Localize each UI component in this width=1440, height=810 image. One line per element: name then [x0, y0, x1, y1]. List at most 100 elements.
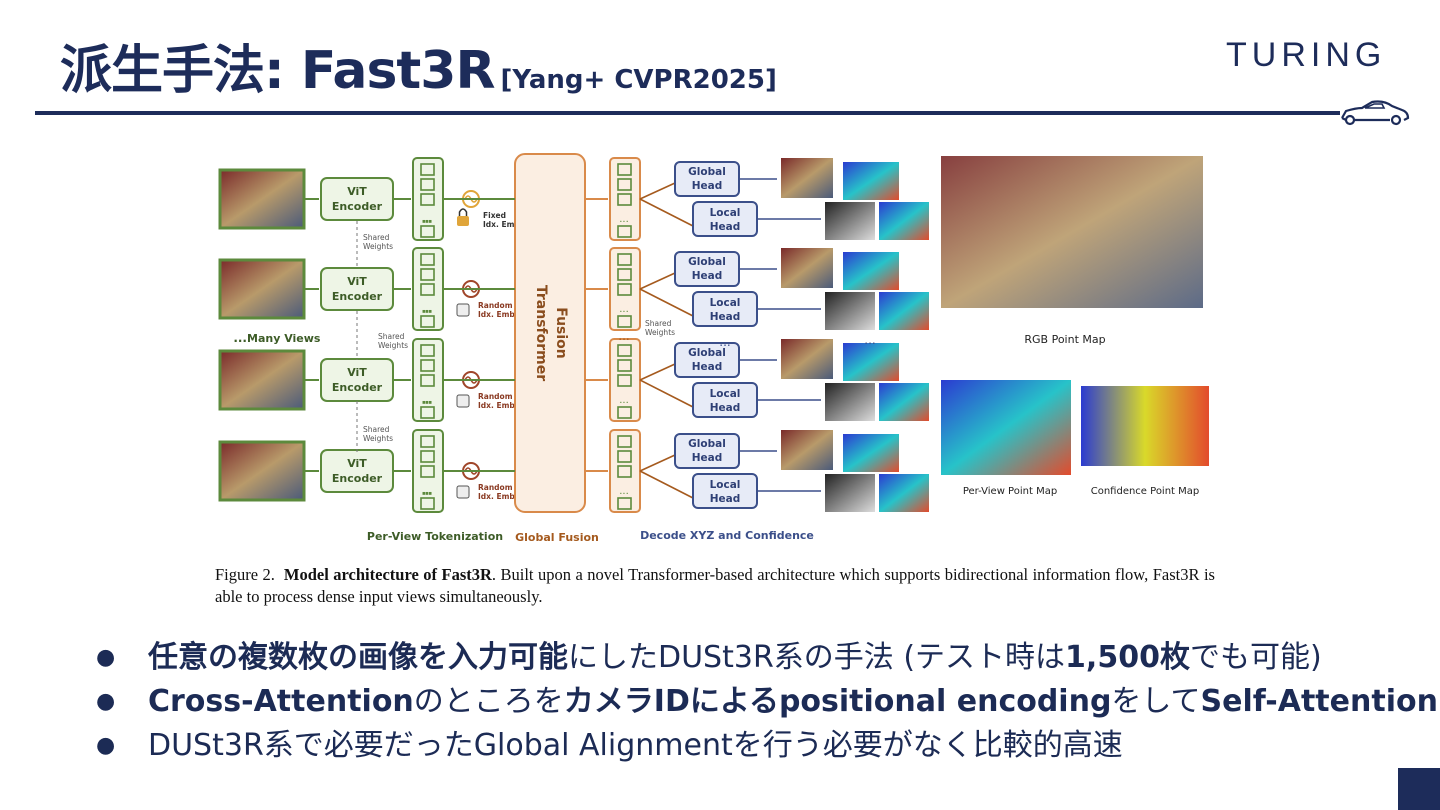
many-views-ellipsis: ...	[233, 331, 247, 345]
token-ellipsis: ...	[619, 486, 629, 497]
view-row-1: ViT Encoder	[218, 157, 444, 241]
bullet-item: ● Cross-AttentionのところをカメラIDによるpositional …	[96, 680, 1438, 724]
token-square	[617, 435, 632, 448]
token-square	[420, 178, 435, 191]
global-rgb-thumb	[781, 248, 833, 288]
fused-token-column	[609, 157, 641, 241]
token-column	[412, 247, 444, 331]
bullet-bold-text: カメラIDによるpositional encoding	[563, 684, 1112, 719]
token-square	[617, 497, 632, 510]
token-square	[617, 344, 632, 357]
token-square	[420, 315, 435, 328]
token-square	[420, 193, 435, 206]
fusion-transformer	[514, 153, 586, 513]
bullet-text: をして	[1111, 684, 1201, 719]
shared-weights-label-a2: Weights	[363, 242, 393, 251]
bullet-list: ●任意の複数枚の画像を入力可能にしたDUSt3R系の手法 (テスト時は1,500…	[96, 636, 1438, 768]
bullet-bold-text: Cross-Attention	[148, 684, 414, 719]
heads-ellipsis: ...	[719, 335, 730, 349]
token-square	[420, 268, 435, 281]
bullet-text: のところを	[413, 684, 564, 719]
bullet-item: ●DUSt3R系で必要だったGlobal Alignmentを行う必要がなく比較…	[96, 724, 1438, 768]
bullet-item: ●任意の複数枚の画像を入力可能にしたDUSt3R系の手法 (テスト時は1,500…	[96, 636, 1438, 680]
token-square	[617, 374, 632, 387]
caption-rest: . Built upon a novel Transformer-based a…	[215, 565, 1215, 606]
tokens-ellipsis: ...	[618, 329, 629, 343]
local-head-label: Local	[710, 297, 741, 309]
shared-weights-label-c2: Weights	[363, 434, 393, 443]
token-column	[412, 157, 444, 241]
title-citation: [Yang+ CVPR2025]	[500, 65, 777, 95]
global-xyz-thumb	[843, 343, 899, 381]
local-head-label: Head	[710, 493, 741, 505]
view-row-4: ViT Encoder	[218, 429, 444, 513]
token-square	[420, 497, 435, 510]
turing-logo: TURING	[1226, 36, 1387, 74]
local-head-label: Head	[710, 402, 741, 414]
rgb-point-map	[941, 156, 1203, 308]
token-square	[420, 435, 435, 448]
vit-encoder-label-1: ViT	[347, 275, 367, 288]
car-icon	[1341, 100, 1410, 126]
stage-fusion: Global Fusion	[515, 531, 599, 544]
corner-block	[1398, 768, 1440, 810]
vit-encoder-label-1: ViT	[347, 457, 367, 470]
global-head-label: Head	[692, 180, 723, 192]
bullet-dot-icon: ●	[96, 689, 116, 714]
local-xyz-thumb	[879, 474, 929, 512]
stage-decode: Decode XYZ and Confidence	[640, 529, 814, 542]
vit-encoder-label-1: ViT	[347, 185, 367, 198]
token-column	[412, 338, 444, 422]
token-square	[420, 406, 435, 419]
shared-weights-label-c1: Shared	[363, 425, 390, 434]
shared-weights-head-label: Weights	[645, 328, 675, 337]
slide-title: 派生手法: Fast3R[Yang+ CVPR2025]	[60, 28, 777, 103]
local-head-label: Head	[710, 221, 741, 233]
shared-weights-label-a1: Shared	[363, 233, 390, 242]
token-ellipsis: ...	[619, 214, 629, 225]
token-ellipsis: ...	[422, 395, 432, 406]
caption-bold: Model architecture of Fast3R	[283, 565, 492, 584]
token-square	[617, 253, 632, 266]
token-ellipsis: ...	[422, 304, 432, 315]
shared-weights-label-b2: Weights	[378, 341, 408, 350]
input-image	[218, 168, 306, 230]
global-head-label: Global	[688, 438, 726, 450]
token-square	[617, 450, 632, 463]
thumbs-ellipsis: ...	[864, 333, 875, 347]
token-ellipsis: ...	[619, 304, 629, 315]
token-square	[617, 268, 632, 281]
local-head-label: Local	[710, 479, 741, 491]
local-head-label: Local	[710, 388, 741, 400]
global-head-label: Global	[688, 256, 726, 268]
token-square	[420, 163, 435, 176]
token-square	[617, 178, 632, 191]
confidence-point-map	[1081, 386, 1209, 466]
local-xyz-thumb	[879, 202, 929, 240]
figure-caption: Figure 2. Model architecture of Fast3R. …	[215, 564, 1215, 608]
bullet-bold-text: 任意の複数枚の画像を入力可能	[148, 640, 568, 675]
token-square	[420, 374, 435, 387]
shared-weights-head-label: Shared	[645, 319, 672, 328]
dice-icon	[456, 303, 470, 317]
local-xyz-thumb	[879, 292, 929, 330]
many-views-label: Many Views	[247, 332, 321, 345]
stage-tokenization: Per-View Tokenization	[367, 530, 503, 543]
header-rule	[35, 111, 1340, 115]
bullet-dot-icon: ●	[96, 645, 116, 670]
token-square	[617, 163, 632, 176]
global-head-label: Head	[692, 270, 723, 282]
local-head-label: Head	[710, 311, 741, 323]
per-view-point-map-label: Per-View Point Map	[963, 486, 1057, 497]
dice-icon	[456, 485, 470, 499]
fused-token-column	[609, 247, 641, 331]
caption-prefix: Figure 2.	[215, 565, 275, 584]
input-image	[218, 258, 306, 320]
token-square	[617, 193, 632, 206]
input-image	[218, 440, 306, 502]
